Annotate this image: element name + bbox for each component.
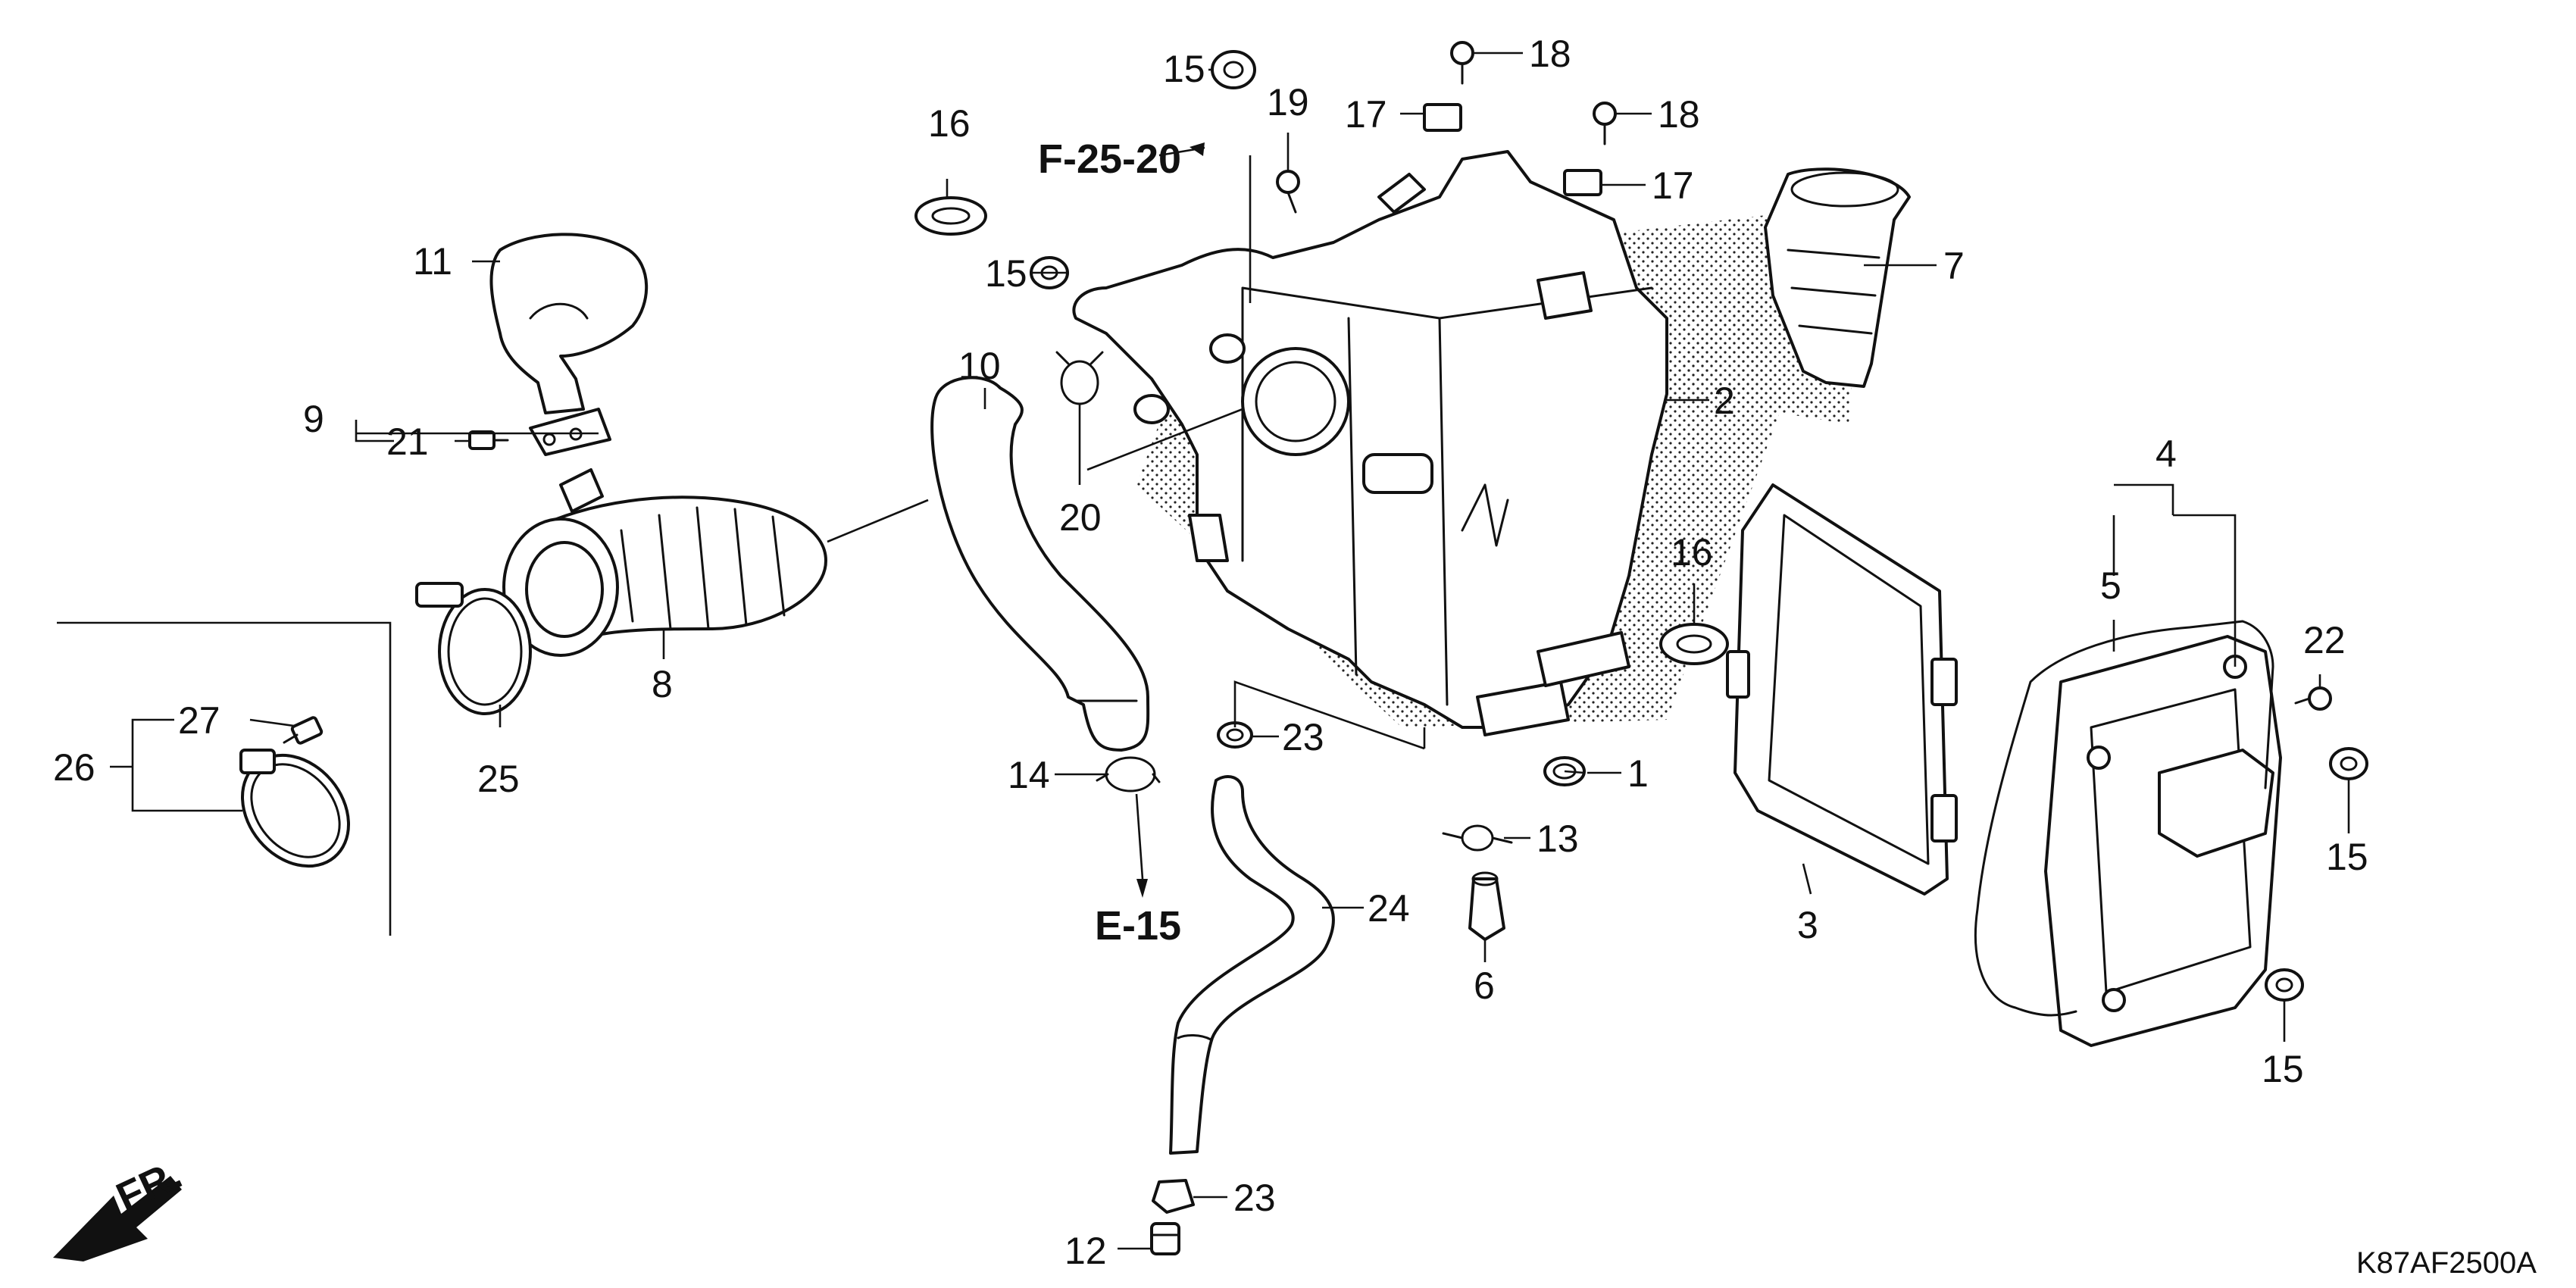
part-3-air-element <box>1726 483 1958 896</box>
callout-21: 21 <box>386 420 429 463</box>
callout-15-bottom: 15 <box>2262 1048 2304 1090</box>
part-9-bracket <box>529 408 611 456</box>
part-27-screw <box>283 716 324 745</box>
part-16-grommet-lower <box>1659 623 1729 665</box>
part-7-inlet-duct <box>1667 167 1911 424</box>
arrowhead-e-15 <box>1136 879 1148 898</box>
part-18-screw-lower <box>1593 102 1617 145</box>
part-14-clip <box>1096 756 1161 792</box>
callout-10: 10 <box>958 345 1001 387</box>
callout-9: 9 <box>303 398 324 440</box>
part-25-clamp <box>415 582 532 715</box>
callout-26: 26 <box>53 746 95 789</box>
callout-15-right: 15 <box>2326 836 2368 878</box>
callout-5: 5 <box>2100 564 2121 607</box>
leader-lines <box>110 52 2350 1250</box>
callout-13: 13 <box>1537 818 1579 860</box>
front-direction-arrow: FR. <box>53 1152 189 1261</box>
part-15-grommet-bottom <box>2265 968 2304 1002</box>
part-23-clamp-lower <box>1152 1179 1195 1214</box>
part-20-clip <box>1055 351 1104 405</box>
part-24-drain-hose <box>1169 775 1335 1155</box>
callout-12: 12 <box>1064 1230 1107 1272</box>
callout-23-upper: 23 <box>1282 716 1324 758</box>
callout-22: 22 <box>2303 619 2346 661</box>
part-13-clip <box>1442 824 1513 852</box>
callout-16-upper: 16 <box>928 102 971 145</box>
callout-18-lower: 18 <box>1658 93 1700 136</box>
part-4-air-cleaner-cover <box>2044 635 2282 1047</box>
part-15-grommet-top <box>1211 50 1256 89</box>
part-17-clip-lower <box>1563 169 1602 196</box>
part-16-grommet-upper <box>914 196 987 236</box>
callout-15-mid: 15 <box>985 252 1027 295</box>
part-6-drain-plug <box>1468 871 1505 941</box>
part-18-screw-upper <box>1450 41 1474 85</box>
part-2-air-cleaner-case <box>1072 150 1856 736</box>
callout-25: 25 <box>477 758 520 800</box>
diagram-code: K87AF2500A <box>2356 1246 2537 1280</box>
part-22-screw <box>2294 686 2332 711</box>
callout-4: 4 <box>2156 433 2177 475</box>
part-17-clip-upper <box>1423 103 1462 132</box>
front-direction-label: FR. <box>110 1152 189 1221</box>
part-8-intake-duct <box>502 468 827 657</box>
part-19-screw <box>1276 170 1300 214</box>
reference-f-25-20: F-25-20 <box>1038 136 1181 182</box>
callout-2: 2 <box>1714 380 1735 422</box>
callout-8: 8 <box>652 663 673 705</box>
callout-17-lower: 17 <box>1652 164 1694 207</box>
callout-27: 27 <box>178 699 220 742</box>
callout-15-top: 15 <box>1163 48 1205 90</box>
callout-6: 6 <box>1474 964 1495 1007</box>
part-10-hose <box>930 376 1150 752</box>
callout-19: 19 <box>1267 81 1309 123</box>
part-15-grommet-right <box>2329 747 2368 780</box>
callout-23-lower: 23 <box>1233 1177 1276 1219</box>
arrowhead-f-25-20 <box>1190 142 1205 156</box>
callout-3: 3 <box>1797 904 1818 946</box>
callout-11: 11 <box>413 240 452 283</box>
part-5-cover-seal <box>1974 620 2274 1017</box>
part-26-clamp <box>239 749 351 868</box>
callout-7: 7 <box>1943 245 1965 287</box>
callout-14: 14 <box>1008 754 1050 796</box>
part-11-intake-cover <box>489 233 649 414</box>
callout-16-lower: 16 <box>1671 531 1713 574</box>
kit-box-outline <box>57 621 392 936</box>
reference-e-15: E-15 <box>1095 903 1181 949</box>
callout-20: 20 <box>1059 496 1102 539</box>
callout-17-upper: 17 <box>1345 93 1387 136</box>
callout-1: 1 <box>1627 752 1649 795</box>
callout-24: 24 <box>1368 887 1410 930</box>
callout-18-upper: 18 <box>1529 33 1571 75</box>
part-12-drain-plug <box>1150 1222 1180 1255</box>
